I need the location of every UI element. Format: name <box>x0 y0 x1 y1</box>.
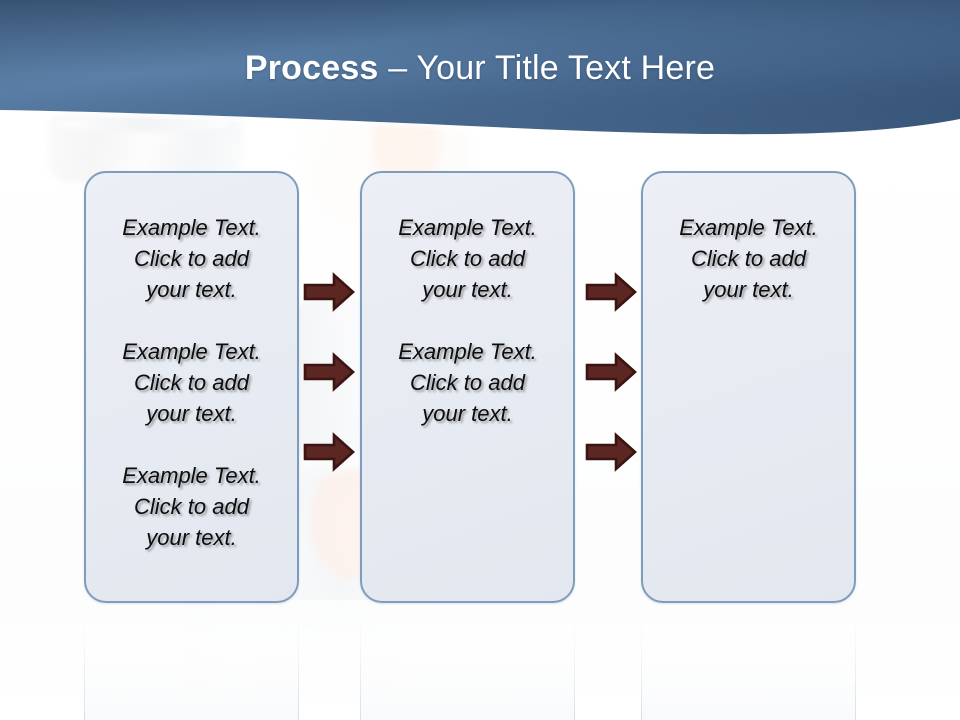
right-arrow-icon[interactable] <box>303 352 355 392</box>
right-arrow-icon[interactable] <box>585 352 637 392</box>
process-box-1-text-2[interactable]: Example Text. Click to add your text. <box>122 339 261 426</box>
process-box-3[interactable]: Example Text. Click to add your text. <box>641 171 856 603</box>
page-title-rest: – Your Title Text Here <box>378 49 716 87</box>
right-arrow-icon[interactable] <box>303 272 355 312</box>
right-arrow-icon[interactable] <box>585 432 637 472</box>
header-banner <box>0 0 960 150</box>
process-box-2[interactable]: Example Text. Click to add your text. Ex… <box>360 171 575 603</box>
process-box-1-text-1[interactable]: Example Text. Click to add your text. <box>122 215 261 302</box>
process-box-2-text-2[interactable]: Example Text. Click to add your text. <box>398 339 537 426</box>
process-box-3-text-1[interactable]: Example Text. Click to add your text. <box>679 215 818 302</box>
process-box-1[interactable]: Example Text. Click to add your text. Ex… <box>84 171 299 603</box>
right-arrow-icon[interactable] <box>303 432 355 472</box>
process-box-1-text-3[interactable]: Example Text. Click to add your text. <box>122 463 261 550</box>
right-arrow-icon[interactable] <box>585 272 637 312</box>
page-title: Process – Your Title Text Here <box>0 48 960 88</box>
process-box-2-text-1[interactable]: Example Text. Click to add your text. <box>398 215 537 302</box>
page-title-strong: Process <box>244 49 379 87</box>
